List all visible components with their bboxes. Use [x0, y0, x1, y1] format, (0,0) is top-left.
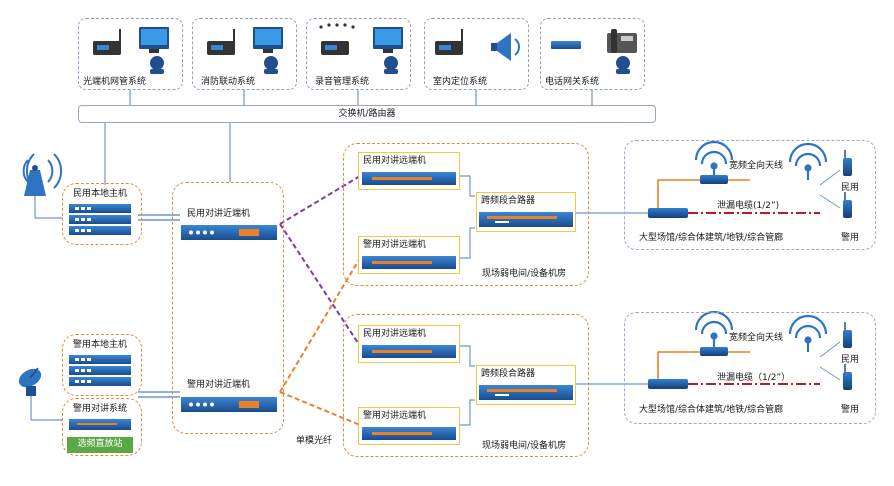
- civil-remote-label: 民用对讲远端机: [363, 156, 427, 166]
- equipment-room-1: 民用对讲远端机 警用对讲远端机 跨频段合路器 现场弱电间/设备机房: [343, 143, 589, 286]
- system-label: 电话网关系统: [545, 77, 600, 87]
- antenna-label: 宽频全向天线: [729, 333, 784, 343]
- venue-label: 大型场馆/综合体建筑/地铁/综合管廊: [639, 233, 784, 243]
- police-terminal-label: 警用: [841, 405, 860, 415]
- police-system-group: 警用对讲系统 选频直放站: [62, 398, 142, 456]
- civil-remote-unit: 民用对讲远端机: [358, 152, 460, 190]
- combiner-device-icon: [479, 385, 573, 400]
- coverage-zone-1: 宽频全向天线 泄漏电缆(1/2”) 大型场馆/综合体建筑/地铁/综合管廊 民用 …: [624, 140, 876, 250]
- police-near-end-device: [181, 397, 277, 412]
- host-links: [138, 214, 180, 398]
- police-host-group: 警用本地主机: [62, 334, 142, 396]
- police-remote-unit: 警用对讲远端机: [358, 236, 460, 274]
- telephone-icon: [551, 29, 637, 74]
- system-box-fire-linkage: 消防联动系统: [192, 18, 297, 90]
- police-remote-label: 警用对讲远端机: [363, 240, 427, 250]
- civil-remote-label: 民用对讲远端机: [363, 329, 427, 339]
- remote-device-icon: [362, 345, 456, 358]
- coupler-device-icon: [648, 175, 728, 389]
- combiner-unit: 跨频段合路器: [476, 365, 576, 405]
- system-label: 光端机网管系统: [83, 77, 147, 87]
- equipment-room-2: 民用对讲远端机 警用对讲远端机 跨频段合路器 现场弱电间/设备机房: [343, 314, 589, 457]
- system-label: 室内定位系统: [433, 77, 488, 87]
- system-box-recording: 录音管理系统: [306, 18, 411, 90]
- civil-near-end-device: [181, 225, 277, 240]
- combiner-label: 跨频段合路器: [481, 196, 536, 206]
- antenna-label: 宽频全向天线: [729, 161, 784, 171]
- room-label: 现场弱电间/设备机房: [482, 269, 567, 279]
- civil-host-group: 民用本地主机: [62, 183, 142, 245]
- room-label: 现场弱电间/设备机房: [482, 441, 567, 451]
- combiner-device-icon: [479, 212, 573, 227]
- venue-label: 大型场馆/综合体建筑/地铁/综合管廊: [639, 405, 784, 415]
- remote-device-icon: [362, 172, 456, 185]
- police-host-label: 警用本地主机: [73, 340, 128, 350]
- civil-tower-antenna-icon: [22, 153, 63, 219]
- cable-label: 泄漏电缆（1/2”）: [717, 373, 791, 383]
- civil-terminal-label: 民用: [841, 183, 860, 193]
- switch-uplinks: [104, 90, 593, 185]
- room-links: [458, 175, 648, 426]
- system-label: 消防联动系统: [201, 77, 256, 87]
- remote-device-icon: [362, 256, 456, 269]
- radio-console-icon: [207, 27, 283, 74]
- system-box-indoor-positioning: 室内定位系统: [424, 18, 529, 90]
- remote-device-icon: [362, 427, 456, 440]
- police-near-end-label: 警用对讲近端机: [187, 380, 251, 390]
- civil-terminal-label: 民用: [841, 355, 860, 365]
- repeater-badge: 选频直放站: [67, 437, 133, 453]
- base-station-icon: [69, 419, 131, 430]
- police-terminal-label: 警用: [841, 233, 860, 243]
- coverage-zone-2: 宽频全向天线 泄漏电缆（1/2”） 大型场馆/综合体建筑/地铁/综合管廊 民用 …: [624, 312, 876, 424]
- cable-label: 泄漏电缆(1/2”): [717, 201, 780, 211]
- civil-near-end-label: 民用对讲近端机: [187, 209, 251, 219]
- server-rack-icon: [69, 204, 131, 235]
- police-system-label: 警用对讲系统: [73, 404, 128, 414]
- speaker-icon: [435, 29, 520, 61]
- combiner-label: 跨频段合路器: [481, 369, 536, 379]
- police-remote-unit: 警用对讲远端机: [358, 407, 460, 445]
- switch-router-bar: 交换机/路由器: [78, 105, 656, 123]
- civil-remote-unit: 民用对讲远端机: [358, 325, 460, 363]
- radio-console-icon: [93, 27, 169, 74]
- repeater-label: 选频直放站: [77, 439, 123, 449]
- combiner-unit: 跨频段合路器: [476, 192, 576, 232]
- system-label: 录音管理系统: [315, 77, 370, 87]
- fiber-label: 单模光纤: [296, 436, 333, 446]
- system-box-phone-gateway: 电话网关系统: [540, 18, 645, 90]
- walkie-talkie-icon: [843, 150, 852, 390]
- satellite-dish-icon: [18, 367, 62, 421]
- radio-console-icon: [319, 23, 403, 74]
- system-box-optical-nms: 光端机网管系统: [78, 18, 183, 90]
- civil-host-label: 民用本地主机: [73, 189, 128, 199]
- near-end-group: 民用对讲近端机 警用对讲近端机: [172, 182, 284, 434]
- server-rack-icon: [69, 355, 131, 386]
- police-remote-label: 警用对讲远端机: [363, 411, 427, 421]
- switch-label: 交换机/路由器: [338, 109, 396, 119]
- coverage-lines: [657, 169, 841, 385]
